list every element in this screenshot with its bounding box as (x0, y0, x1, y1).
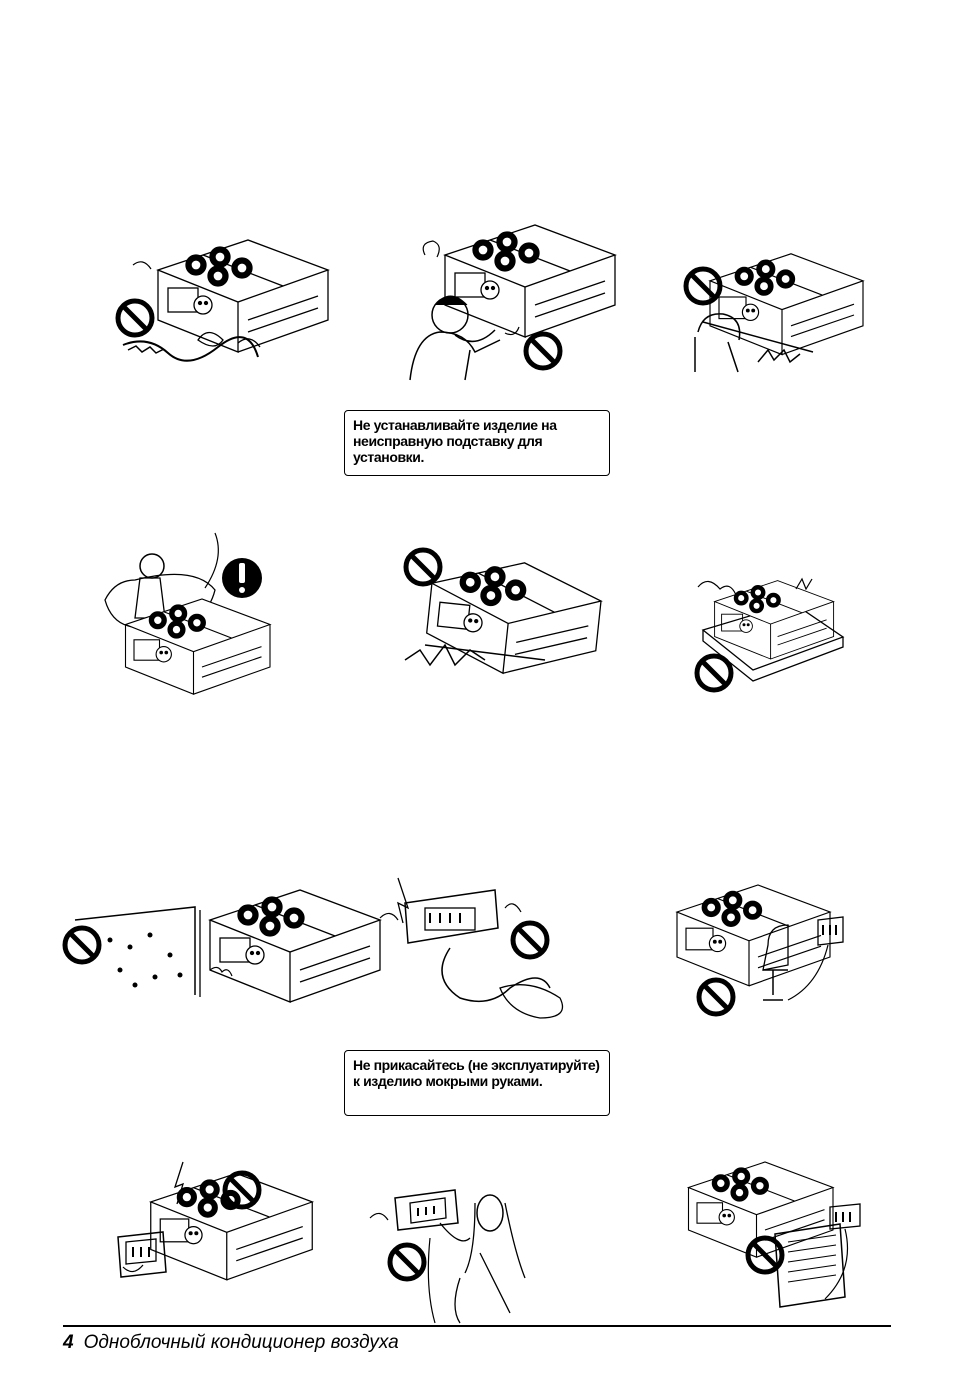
illustration-heater-nearby (680, 1162, 880, 1312)
caption-stand-warning: Не устанавливайте изделие на неисправную… (344, 410, 610, 476)
prohibition-icon (406, 550, 440, 584)
page-footer: 4 Однoблочный кондиционер воздуха (63, 1332, 399, 1354)
illustration-obstruction (668, 885, 853, 1020)
prohibition-icon (686, 269, 720, 303)
prohibition-icon (390, 1245, 424, 1279)
prohibition-icon (65, 928, 99, 962)
prohibition-icon (526, 334, 560, 368)
illustration-wet-hands-switch (380, 868, 580, 1028)
prohibition-icon (118, 301, 152, 335)
illustration-lifting-unit (405, 225, 580, 390)
caption-wet-hands-warning: Не прикасайтесь (не эксплуатируйте) к из… (344, 1050, 610, 1116)
exclamation-icon (222, 558, 262, 598)
prohibition-icon (699, 980, 733, 1014)
caption-line: установки. (353, 449, 601, 465)
illustration-water-splash (60, 885, 330, 1005)
prohibition-icon (513, 923, 547, 957)
page-number: 4 (63, 1332, 74, 1353)
footer-divider (63, 1325, 891, 1327)
footer-title: Однoблочный кондиционер воздуха (84, 1332, 399, 1353)
illustration-person-at-switch (370, 1178, 540, 1323)
caption-line: неисправную подставку для (353, 433, 601, 449)
illustration-call-service (100, 548, 275, 718)
illustration-damaged-cord (108, 235, 338, 380)
caption-line: Не устанавливайте изделие на (353, 417, 601, 433)
caption-line: к изделию мокрыми руками. (353, 1073, 601, 1089)
illustration-base-vibration (688, 575, 848, 705)
illustration-lightning-switch (108, 1162, 273, 1292)
illustration-tipping-unit (395, 545, 560, 690)
prohibition-icon (697, 656, 731, 690)
illustration-falling-unit (683, 252, 833, 377)
caption-line: Не прикасайтесь (не эксплуатируйте) (353, 1057, 601, 1073)
